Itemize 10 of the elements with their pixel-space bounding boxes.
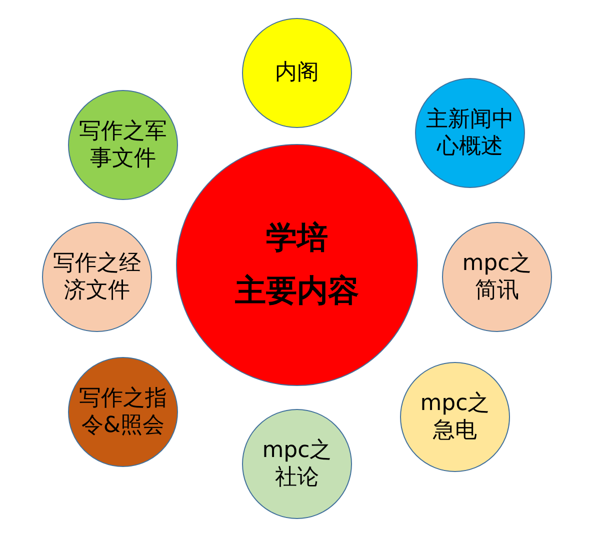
topic-label: mpc之社论 <box>261 436 333 492</box>
topic-label: 内阁 <box>275 59 319 87</box>
topic-label: 写作之指令&照会 <box>78 384 168 440</box>
topic-label: mpc之简讯 <box>461 250 533 304</box>
topic-label: 写作之军事文件 <box>78 118 168 172</box>
central-title: 主要内容 <box>235 272 359 311</box>
topic-label: mpc之急电 <box>419 390 491 444</box>
topic-label: 写作之经济文件 <box>52 250 142 304</box>
central-title: 学培 <box>266 219 328 258</box>
topic-label: 主新闻中心概述 <box>425 106 515 160</box>
